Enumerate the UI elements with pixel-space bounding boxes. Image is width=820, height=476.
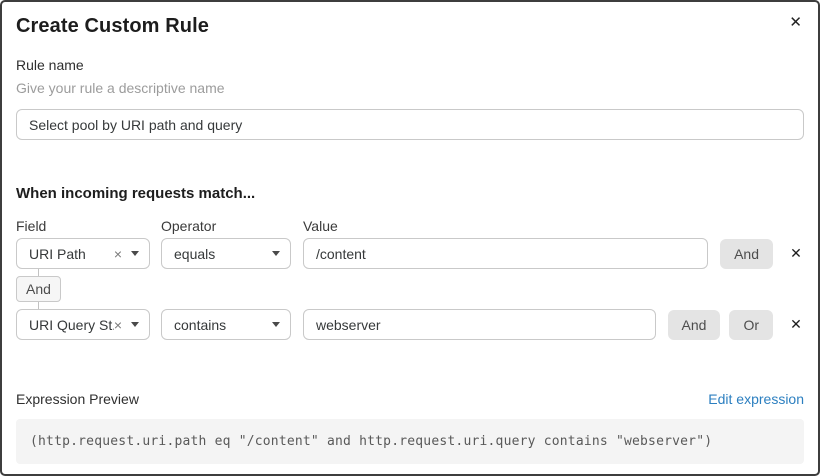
operator-select-2-value: contains <box>174 316 227 333</box>
expression-preview-label: Expression Preview <box>16 391 139 407</box>
rule-name-input[interactable] <box>16 109 804 140</box>
delete-row-2-icon[interactable]: ✕ <box>790 316 802 332</box>
match-heading: When incoming requests match... <box>16 185 256 202</box>
rule-name-helper: Give your rule a descriptive name <box>16 80 225 96</box>
field-select-2[interactable]: URI Query St... × <box>16 309 150 340</box>
field-select-1[interactable]: URI Path × <box>16 238 150 269</box>
field-select-2-value: URI Query St... <box>29 316 114 333</box>
delete-row-1-icon[interactable]: ✕ <box>790 245 802 261</box>
row-connector: And <box>16 269 161 309</box>
dialog-title: Create Custom Rule <box>16 15 209 37</box>
edit-expression-link[interactable]: Edit expression <box>708 391 804 407</box>
field-select-1-value: URI Path <box>29 245 86 262</box>
value-input-2[interactable] <box>303 309 656 340</box>
rule-name-label: Rule name <box>16 57 84 73</box>
field-column-label: Field <box>16 218 47 234</box>
operator-column-label: Operator <box>161 218 217 234</box>
connector-line-top <box>38 269 39 276</box>
expression-preview-header: Expression Preview Edit expression <box>16 391 804 407</box>
expression-code: (http.request.uri.path eq "/content" and… <box>16 419 804 464</box>
close-icon[interactable]: ✕ <box>789 14 802 31</box>
value-input-1[interactable] <box>303 238 709 269</box>
or-button-row-2[interactable]: Or <box>729 309 773 340</box>
clear-icon[interactable]: × <box>113 245 122 262</box>
and-connector-badge: And <box>16 276 61 302</box>
chevron-down-icon <box>272 251 280 256</box>
chevron-down-icon <box>131 322 139 327</box>
clear-icon[interactable]: × <box>113 316 122 333</box>
chevron-down-icon <box>131 251 139 256</box>
operator-select-2[interactable]: contains <box>161 309 291 340</box>
connector-line-bottom <box>38 302 39 309</box>
and-button-row-2[interactable]: And <box>667 309 721 340</box>
operator-select-1-value: equals <box>174 245 216 262</box>
chevron-down-icon <box>272 322 280 327</box>
condition-column-labels: Field Operator Value <box>16 218 804 234</box>
condition-row-2: URI Query St... × contains And Or ✕ <box>16 309 804 340</box>
dialog-header: Create Custom Rule ✕ <box>16 14 804 38</box>
condition-row-1: URI Path × equals And ✕ <box>16 238 804 269</box>
value-column-label: Value <box>303 218 338 234</box>
and-button-row-1[interactable]: And <box>720 238 773 269</box>
operator-select-1[interactable]: equals <box>161 238 291 269</box>
